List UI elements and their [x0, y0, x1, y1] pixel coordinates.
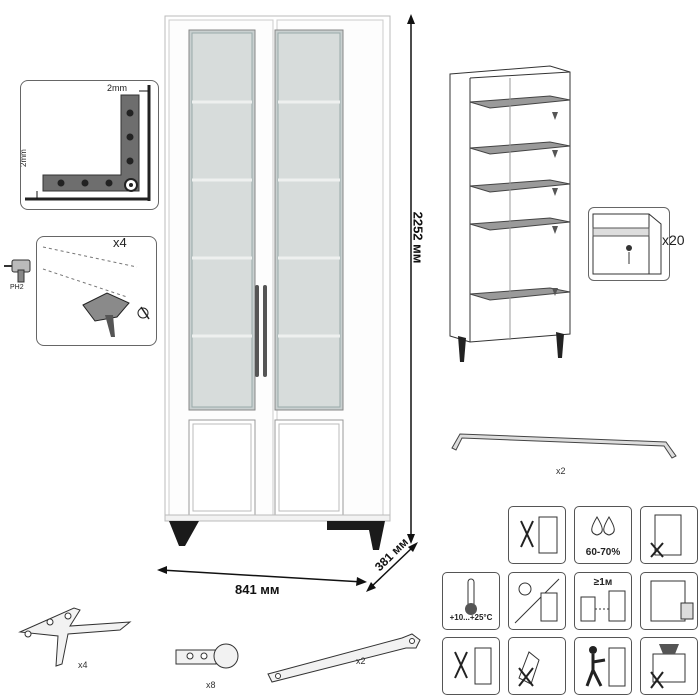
tool-label: PH2	[10, 284, 24, 291]
leg-part	[10, 596, 160, 676]
hinge-part	[170, 636, 255, 676]
strap-part	[262, 626, 427, 686]
no-chemicals-icon	[508, 637, 566, 695]
width-dimension-line	[155, 560, 370, 590]
no-sharp-objects-icon	[442, 637, 500, 695]
hinge-quantity-label: x8	[206, 680, 216, 690]
height-label: 2252 мм	[410, 211, 426, 264]
screwdriver-icon	[4, 256, 44, 286]
corner-clearance-detail: 2mm 2mm	[20, 80, 159, 210]
temperature-icon: +10...+25°C	[442, 572, 500, 630]
open-cabinet-drawing	[440, 62, 580, 362]
shelf-support-detail	[588, 207, 670, 281]
heater-distance-caption: ≥1м	[593, 577, 613, 588]
heater-distance-icon: ≥1м	[574, 572, 632, 630]
no-heavy-load-icon	[640, 637, 698, 695]
handle-quantity-label: x2	[556, 466, 566, 476]
handle-part	[446, 426, 686, 466]
humidity-icon: 60-70%	[574, 506, 632, 564]
wall-fixing-icon	[640, 572, 698, 630]
gap-top-label: 2mm	[107, 83, 127, 93]
no-pushing-icon	[574, 637, 632, 695]
leg-mounting-detail: x4	[36, 236, 157, 346]
leg-quantity-label: x4	[78, 660, 88, 670]
depth-dimension-line	[362, 538, 422, 598]
cabinet-drawing	[164, 15, 391, 550]
width-label: 841 мм	[235, 582, 280, 597]
height-dimension-line	[395, 10, 425, 550]
humidity-caption: 60-70%	[585, 547, 621, 558]
cabinet-front-view	[155, 10, 400, 555]
no-direct-sun-icon	[508, 572, 566, 630]
no-door-hanging-icon	[640, 506, 698, 564]
no-wet-cleaning-icon	[508, 506, 566, 564]
legs-quantity-label: x4	[113, 236, 127, 250]
strap-quantity-label: x2	[356, 656, 366, 666]
gap-side-label: 2mm	[20, 149, 28, 167]
temperature-caption: +10...+25°C	[449, 613, 493, 622]
shelves-quantity-label: x20	[662, 232, 685, 248]
